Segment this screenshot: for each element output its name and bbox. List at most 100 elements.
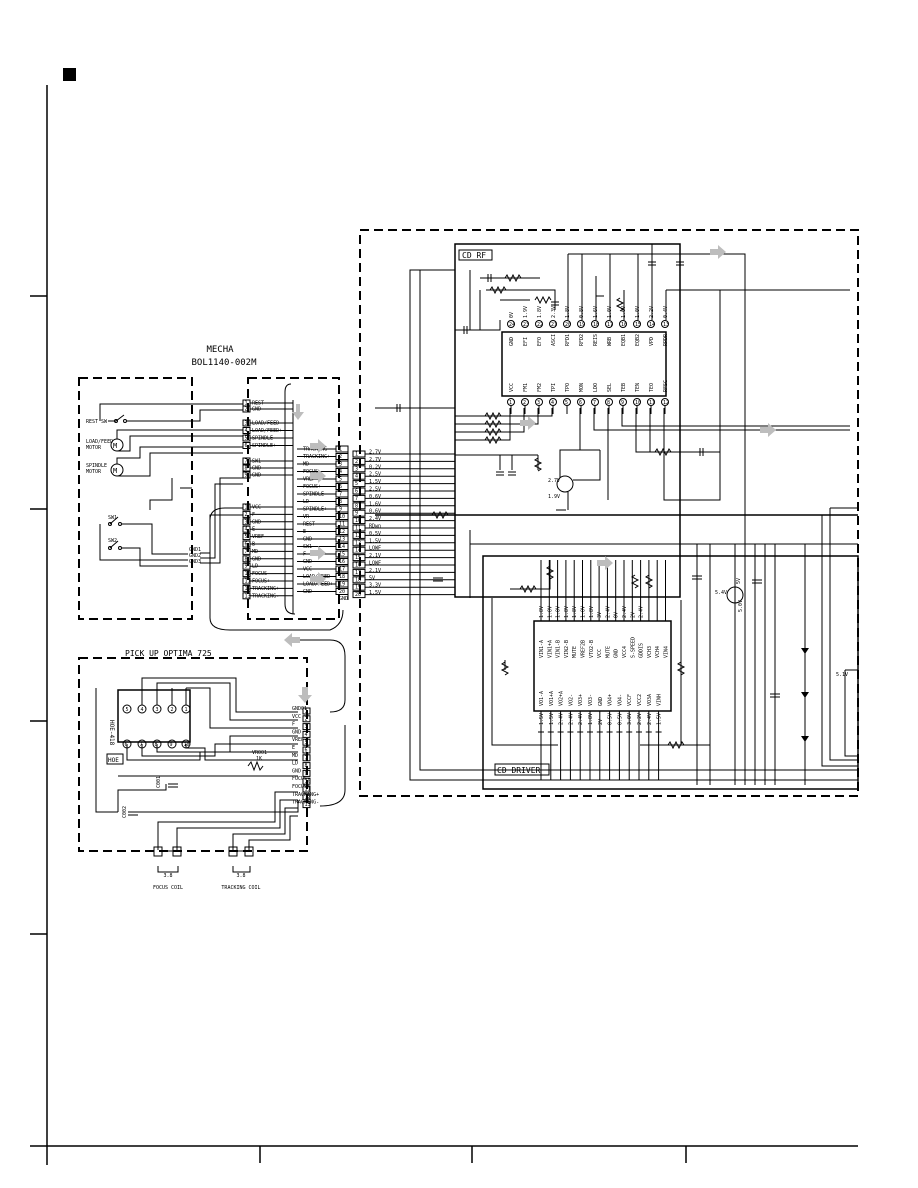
wire — [284, 383, 296, 615]
arrow — [520, 416, 536, 430]
drv-pin-label: GND — [614, 649, 620, 658]
mecha-pin-number: 4 — [245, 428, 248, 434]
cd-rf-wiring: 2.7V 1.9V 5.1V — [375, 244, 858, 785]
rf-pin-label: RFSC — [663, 380, 669, 392]
board-conn-pin-number: 5 — [355, 481, 358, 487]
wire — [117, 435, 243, 452]
rf-pin-number: 13 — [663, 322, 669, 328]
pu-conn-pin-label: VREF — [292, 737, 304, 743]
board-conn-pin-number: 15 — [355, 555, 361, 561]
pu-conn-pin-label: LD — [292, 761, 298, 767]
rf-pin-top — [549, 320, 557, 328]
resistor — [545, 565, 555, 580]
wire — [141, 743, 298, 757]
rf-pin-label: TPI — [551, 383, 557, 392]
cd-rf-label: CD RF — [462, 251, 486, 260]
driver-transistor-collector-voltage: 5V — [736, 578, 742, 584]
main-conn-pin-number: 13 — [339, 537, 345, 543]
board-conn-voltage: 2.7V — [369, 457, 381, 463]
main-conn-pin-number: GND — [339, 596, 348, 602]
rf-pin-number: 23 — [523, 322, 529, 328]
switch-contact — [108, 522, 112, 526]
hoe-pin-number: 5 — [126, 707, 129, 713]
mecha-pin-number: 5 — [245, 436, 248, 442]
arrow — [597, 556, 613, 570]
rf-pin-label: FM1 — [523, 383, 529, 392]
mecha-part-no: BOL1140-002M — [191, 358, 257, 368]
drv-pin-label: VCCF — [627, 694, 633, 706]
drv-pin-voltage: 2.4V — [605, 606, 611, 618]
rf-pin-number: 7 — [593, 400, 596, 406]
coil-pin-label: 3.8 — [236, 873, 245, 879]
rf-pin-label: TPO — [565, 383, 571, 392]
drv-pin-voltage: 1.8V — [564, 606, 570, 618]
wire — [510, 560, 551, 590]
pu-conn-pin — [302, 738, 311, 746]
board-conn-pin-number: 9 — [355, 511, 358, 517]
rf-pin-label: SEL — [607, 383, 613, 392]
pu-conn-pin-number: 7 — [305, 755, 308, 761]
drv-pin-label: VIN2-B — [564, 640, 570, 658]
pu-conn-pin — [302, 723, 311, 731]
drv-pin-label: VO2+A — [559, 691, 565, 706]
arrow — [292, 404, 304, 420]
pickup-pin-number: 9 — [245, 564, 248, 570]
board-conn-voltage: 2.1V — [369, 553, 381, 559]
wire — [621, 408, 850, 427]
drv-pin-voltage: 1.8V — [547, 606, 553, 618]
board-conn-voltage: 1.5V — [369, 479, 381, 485]
wire — [821, 515, 858, 767]
diode-icon — [801, 648, 809, 654]
board-conn-voltage: LOWF — [369, 561, 381, 567]
rf-pin-top — [521, 320, 529, 328]
wire — [298, 639, 346, 713]
rf-pin-label: VPD — [649, 337, 655, 346]
motor-symbol: M — [113, 442, 117, 450]
pickup-pin-number: 13 — [245, 593, 251, 599]
wire — [95, 688, 118, 813]
resistor — [615, 297, 625, 312]
signal-arrows — [284, 245, 776, 703]
wire — [491, 598, 558, 746]
coil-pin-label: 3.8 — [163, 873, 172, 879]
pu-conn-pin-number: 5 — [305, 740, 308, 746]
drv-pin-voltage: 1.8V — [589, 606, 595, 618]
wire — [455, 408, 539, 425]
board-conn-voltage: 0.2V — [369, 464, 381, 470]
pickup-pin-number: 11 — [245, 579, 251, 585]
pu-conn-pin-label: F — [292, 722, 295, 728]
pu-conn-pin-label: TRACKING+ — [292, 792, 319, 798]
rf-pin-label: TEN — [635, 383, 641, 392]
wire — [232, 807, 298, 850]
pu-conn-pin-number: 4 — [305, 732, 308, 738]
hoe-pin-number: 9 — [170, 742, 173, 748]
mecha-pin-number: 9 — [245, 473, 248, 479]
drv-pin-label: VO4- — [617, 694, 623, 706]
arrow — [310, 546, 326, 560]
board-conn-pin-number: 13 — [355, 540, 361, 546]
wire — [455, 408, 553, 417]
drv-pin-label: VIN1-A — [539, 640, 545, 658]
rf-pin-number: 4 — [551, 400, 554, 406]
rf-pin-label: WRB — [607, 337, 613, 346]
ic-cd-rf-pins: 24GND0V1VCC23EFI1.9V2FM122EFO1.8V3FM221A… — [507, 306, 669, 414]
wire — [635, 408, 720, 453]
hoe-pin-number: 10 — [184, 742, 190, 748]
drv-pin-voltage: 2V — [598, 719, 604, 725]
hoe-pin-number: 4 — [141, 707, 144, 713]
ic-cd-driver — [533, 620, 672, 712]
sw2-label: SW2 — [108, 538, 117, 544]
rf-pin-bottom — [661, 398, 669, 406]
wire — [573, 450, 601, 481]
arrow — [310, 469, 326, 483]
board-conn-voltage: 1.6V — [369, 501, 381, 507]
rf-pin-top — [619, 320, 627, 328]
c002-label: C002 — [122, 806, 128, 818]
resistor — [504, 273, 522, 283]
driver-transistor-icon — [726, 586, 744, 604]
pu-conn-pin — [302, 762, 311, 770]
mecha-title: MECHA — [206, 345, 234, 355]
wire — [486, 289, 556, 310]
wire — [200, 483, 243, 559]
